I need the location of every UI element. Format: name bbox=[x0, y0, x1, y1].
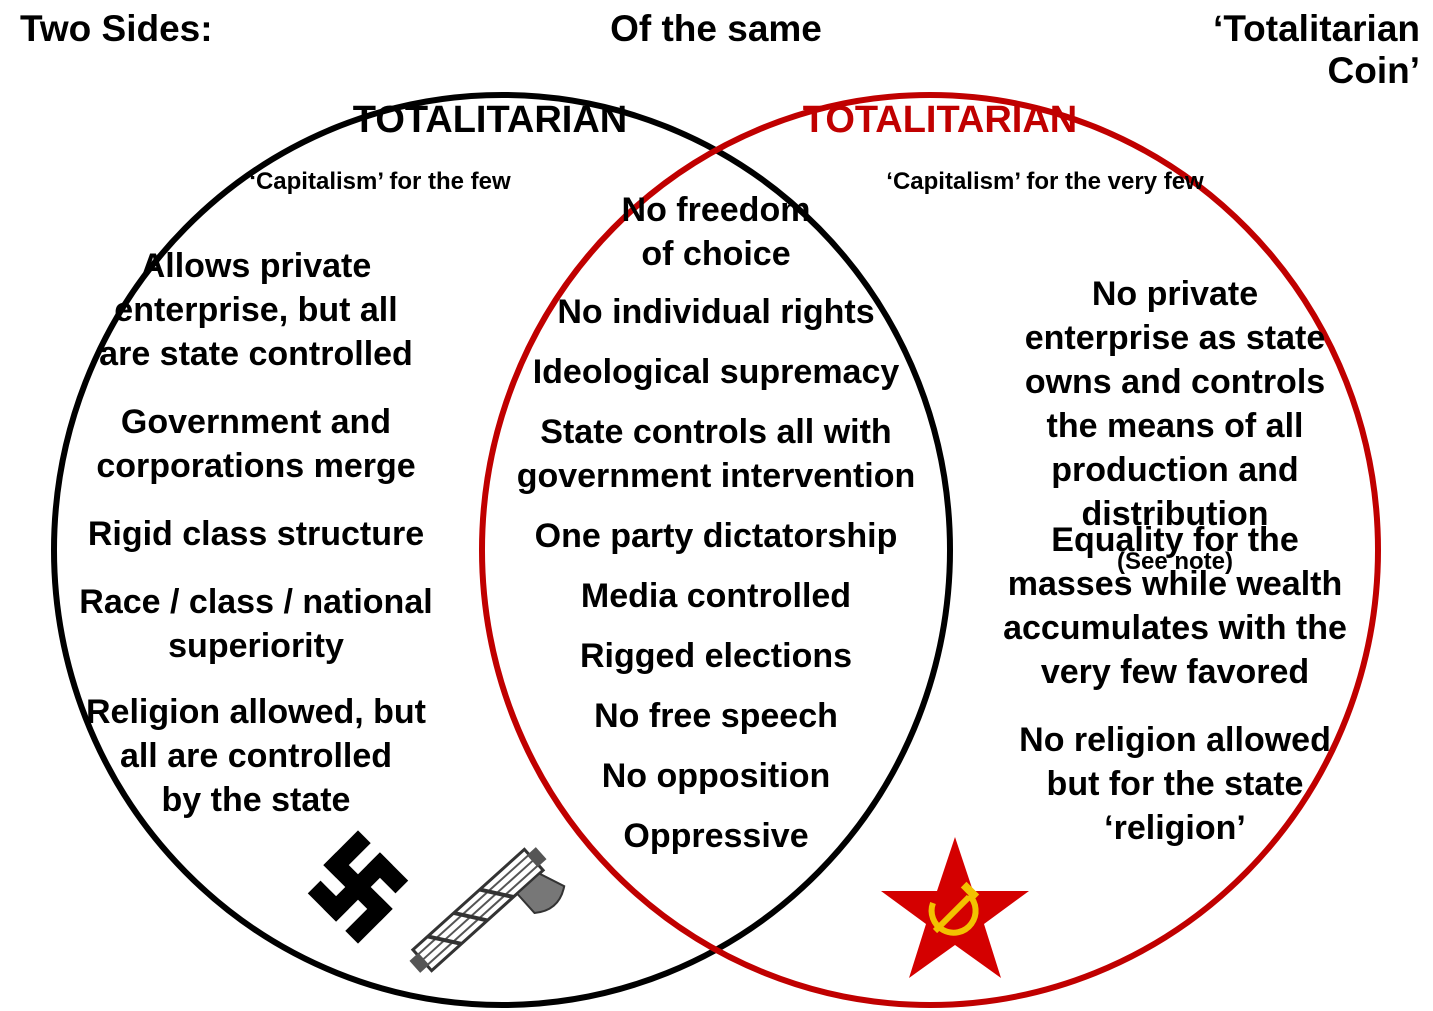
overlap-item-ideological-supremacy: Ideological supremacy bbox=[532, 353, 900, 391]
right-title: TOTALITARIAN bbox=[802, 99, 1078, 141]
overlap-item-free-speech: No free speech bbox=[594, 697, 838, 735]
see-note-label: (See note) bbox=[1116, 548, 1233, 575]
overlap-item-rigged-elections: Rigged elections bbox=[579, 637, 853, 675]
right-item-private-enterprise-text: No private enterprise as state owns and … bbox=[1024, 275, 1326, 533]
swastika-icon bbox=[307, 830, 409, 944]
right-item-religion: No religion allowed but for the state ‘r… bbox=[1019, 721, 1331, 847]
overlap-item-freedom-choice: No freedom of choice bbox=[621, 191, 811, 273]
left-item-class-structure: Rigid class structure bbox=[87, 515, 425, 553]
left-title: TOTALITARIAN bbox=[352, 99, 628, 141]
left-item-government-corporations: Government and corporations merge bbox=[96, 403, 416, 485]
overlap-item-media-controlled: Media controlled bbox=[580, 577, 852, 615]
overlap-item-individual-rights: No individual rights bbox=[557, 293, 875, 331]
left-item-religion: Religion allowed, but all are controlled… bbox=[86, 693, 426, 819]
left-circle bbox=[51, 92, 953, 1008]
overlap-item-one-party: One party dictatorship bbox=[534, 517, 898, 555]
overlap-item-oppressive: Oppressive bbox=[623, 817, 809, 855]
left-subtitle: ‘Capitalism’ for the few bbox=[249, 168, 511, 195]
header-right: ‘Totalitarian Coin’ bbox=[1213, 8, 1420, 91]
fasces-icon bbox=[409, 847, 566, 973]
right-item-equality: Equality for the masses while wealth acc… bbox=[1003, 521, 1347, 691]
red-star-hammer-sickle-icon bbox=[881, 837, 1029, 978]
overlap-item-opposition: No opposition bbox=[601, 757, 831, 795]
right-item-private-enterprise: No private enterprise as state owns and … bbox=[965, 228, 1385, 584]
right-circle bbox=[479, 92, 1381, 1008]
header-left: Two Sides: bbox=[20, 8, 213, 49]
left-item-private-enterprise: Allows private enterprise, but all are s… bbox=[99, 247, 413, 373]
overlap-item-state-controls: State controls all with government inter… bbox=[516, 413, 916, 495]
right-subtitle: ‘Capitalism’ for the very few bbox=[886, 168, 1204, 195]
header-middle: Of the same bbox=[610, 8, 822, 49]
left-item-superiority: Race / class / national superiority bbox=[79, 583, 433, 665]
